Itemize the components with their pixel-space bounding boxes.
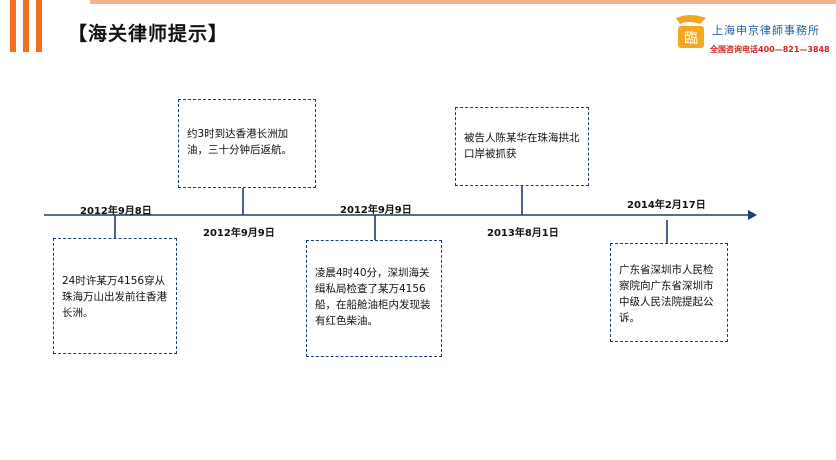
event-box-2: 约3时到达香港长洲加油，三十分钟后返航。: [178, 99, 316, 188]
event-box-4: 被告人陈某华在珠海拱北口岸被抓获: [455, 107, 589, 186]
event-box-1: 24时许某万4156穿从珠海万山出发前往香港长洲。: [53, 238, 177, 354]
accent-bar-1: [10, 0, 16, 52]
event-text-4: 被告人陈某华在珠海拱北口岸被抓获: [464, 132, 580, 160]
top-divider: [90, 0, 836, 4]
event-box-3: 凌晨4时40分，深圳海关缉私局检查了某万4156船，在船舱油柜内发现装有红色柴油…: [306, 240, 442, 357]
event-date-3: 2012年9月9日: [340, 205, 412, 216]
event-date-4: 2013年8月1日: [487, 228, 559, 239]
event-text-1: 24时许某万4156穿从珠海万山出发前往香港长洲。: [62, 275, 167, 319]
event-date-5: 2014年2月17日: [627, 200, 706, 211]
event-date-1: 2012年9月8日: [80, 206, 152, 217]
event-box-5: 广东省深圳市人民检察院向广东省深圳市中级人民法院提起公诉。: [610, 243, 728, 342]
event-text-5: 广东省深圳市人民检察院向广东省深圳市中级人民法院提起公诉。: [619, 264, 714, 324]
event-date-2: 2012年9月9日: [203, 228, 275, 239]
firm-name: 上海申京律師事務所: [712, 24, 820, 37]
page-title: 【海关律师提示】: [68, 23, 229, 45]
timeline-arrowhead: [748, 210, 757, 220]
event-text-3: 凌晨4时40分，深圳海关缉私局检查了某万4156船，在船舱油柜内发现装有红色柴油…: [315, 267, 431, 327]
accent-bar-3: [36, 0, 42, 52]
svg-text:臨: 臨: [684, 31, 698, 47]
firm-logo-icon: 臨: [676, 15, 706, 48]
accent-bar-2: [23, 0, 29, 52]
hotline-text: 全国咨询电话400—821—3848: [710, 45, 830, 54]
event-text-2: 约3时到达香港长洲加油，三十分钟后返航。: [187, 128, 292, 156]
